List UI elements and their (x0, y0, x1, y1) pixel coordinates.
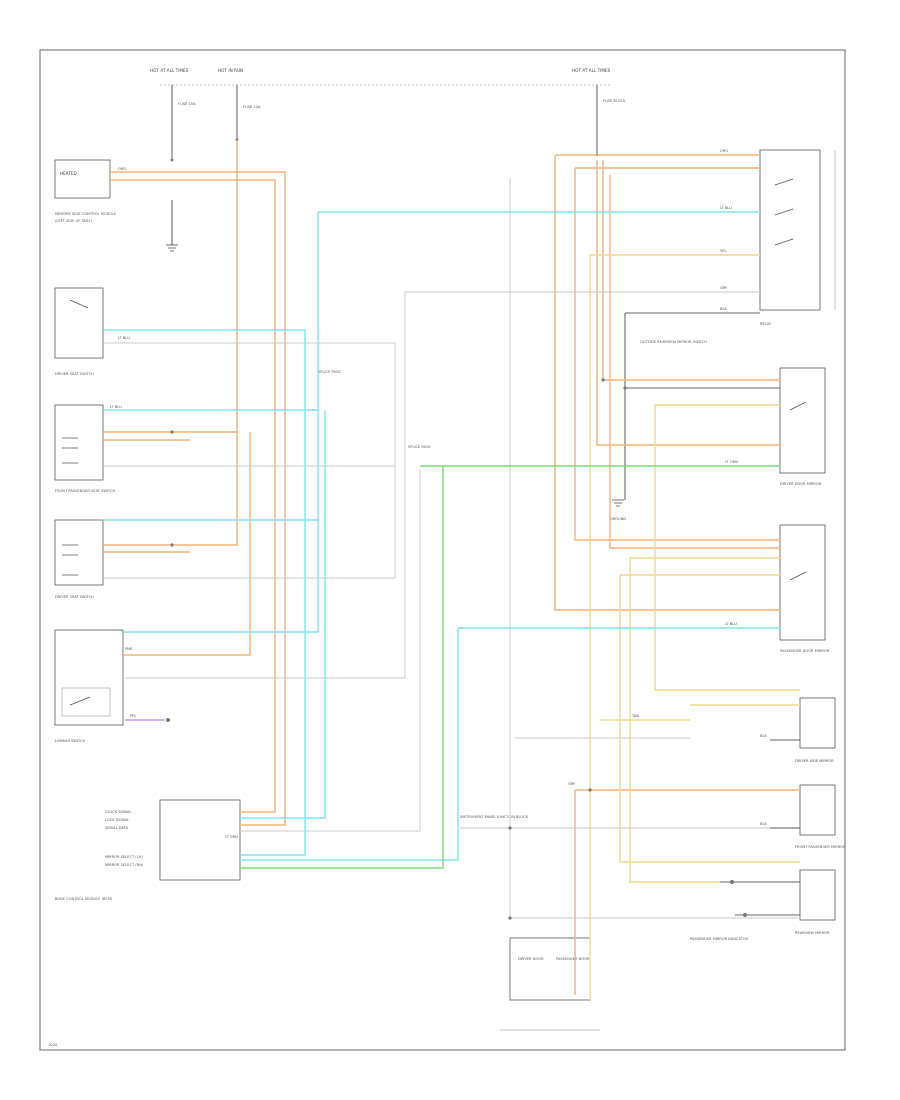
source-label-3: HOT AT ALL TIMES (572, 68, 611, 73)
black-wires (624, 312, 800, 916)
wire-tag-org-1: ORG (118, 167, 126, 171)
wire-tag-gry: GRY (720, 286, 728, 290)
source-label-1: HOT AT ALL TIMES (150, 68, 189, 73)
wire-tag-yel-1: YEL (720, 249, 726, 253)
bcm-pin-4: MIRROR SELECT (LH) (105, 855, 143, 859)
front-passenger-seat-switch-label: FRONT PASSENGER SEAT SWITCH (55, 489, 115, 493)
lumbar-switch (54, 629, 124, 726)
wire-tag-org-2: ORG (720, 149, 728, 153)
wire-tag-ppl: PPL (130, 714, 136, 718)
orange-wires (103, 140, 800, 995)
purple-wire (125, 718, 170, 722)
lower-label-1: DRIVER DOOR (518, 957, 544, 961)
junction-block-label: INSTRUMENT PANEL JUNCTION BLOCK (460, 815, 529, 819)
body-control-module (159, 799, 241, 881)
driver-door-mirror (779, 367, 826, 474)
driver-side-mirror-motor (799, 697, 836, 749)
ground-label: GROUND (610, 517, 626, 521)
lower-label-2: PASSENGER DOOR (556, 957, 590, 961)
splice-pack-1: SPLICE PACK (318, 370, 341, 374)
wire-tag-lgrn-2: LT GRN (225, 835, 238, 839)
source-label-2: HOT IN RUN (218, 68, 243, 73)
fuse-label-1: FUSE 15A (178, 102, 196, 106)
green-wires (240, 465, 780, 869)
wire-tag-pnk: PNK (125, 647, 133, 651)
lower-module (509, 937, 591, 1001)
driver-seat-switch-2-label: DRIVER SEAT SWITCH (55, 595, 94, 599)
wire-tag-blk-1: BLK (720, 307, 727, 311)
passenger-door-mirror-label: PASSENGER DOOR MIRROR (780, 649, 830, 653)
diagram-frame (39, 49, 846, 1051)
fuse-label-2: FUSE 10A (243, 105, 261, 109)
bcm-label: BODY CONTROL MODULE (BCM) (55, 897, 113, 901)
driver-side-mirror-label: DRIVER SIDE MIRROR (795, 759, 834, 763)
driver-door-mirror-label: DRIVER DOOR MIRROR (780, 482, 822, 486)
wire-tag-ltblu-1: LT BLU (118, 336, 130, 340)
front-passenger-seat-switch (54, 404, 104, 481)
splice-pack-2: SPLICE PACK (408, 445, 431, 449)
footer-code: 1000 (48, 1043, 58, 1047)
memory-seat-label: MEMORY SEAT CONTROL MODULE (55, 212, 117, 216)
bcm-pin-5: MIRROR SELECT (RH) (105, 863, 144, 867)
cyan-wires (103, 211, 780, 861)
lumbar-switch-label: LUMBAR SWITCH (55, 739, 86, 743)
wire-tag-ltblu-2: LT BLU (110, 405, 122, 409)
rearview-mirror-motor (799, 869, 836, 921)
rearview-mirror-label: REARVIEW MIRROR (795, 931, 830, 935)
wire-tag-gry-2: GRY (568, 782, 576, 786)
outside-mirror-switch-label: OUTSIDE REARVIEW MIRROR SWITCH (640, 340, 707, 344)
wire-code-tags: ORG LT BLU LT BLU PNK PPL ORG LT BLU YEL… (110, 149, 767, 839)
wire-tag-ltblu-3: LT BLU (720, 206, 732, 210)
heated-label: HEATED (60, 171, 77, 176)
power-sources: HOT AT ALL TIMES HOT IN RUN HOT AT ALL T… (150, 68, 626, 162)
wire-tag-blk-2: BLK (760, 734, 767, 738)
fuse-label-3: FUSE BLOCK (603, 99, 626, 103)
wire-tag-tan: TAN (631, 714, 639, 718)
memory-seat-sublabel: (LEFT SIDE OF SEAT) (55, 219, 93, 223)
front-passenger-mirror-label: FRONT PASSENGER MIRROR (795, 845, 846, 849)
left-components: HEATED MEMORY SEAT CONTROL MODULE (LEFT … (54, 159, 241, 901)
wire-tag-ltgrn: LT GRN (725, 460, 738, 464)
memory-seat-module (54, 159, 111, 199)
driver-seat-switch-1-label: DRIVER SEAT SWITCH (55, 372, 94, 376)
driver-seat-switch-1 (54, 287, 104, 359)
passenger-door-mirror (779, 524, 826, 641)
bcm-pin-2: LOCK SIGNAL (105, 818, 129, 822)
center-components: SPLICE PACK SPLICE PACK INSTRUMENT PANEL… (318, 370, 600, 1031)
relay-1-label: RELAY (760, 322, 772, 326)
relay-1 (759, 149, 821, 311)
passenger-indicator-label: PASSENGER MIRROR INDICATOR (690, 937, 749, 941)
right-components: RELAY DRIVER DOOR MIRROR PASSENGER DOOR … (610, 149, 846, 941)
connector-dots (170, 378, 747, 920)
wire-tag-blk-3: BLK (760, 822, 767, 826)
front-passenger-mirror-motor (799, 784, 836, 836)
bcm-pin-1: CLOCK SIGNAL (105, 810, 132, 814)
bcm-pin-3: SERIAL DATA (105, 826, 129, 830)
gray-wires (103, 178, 800, 919)
wire-tag-ltblu-4: LT BLU (725, 622, 737, 626)
